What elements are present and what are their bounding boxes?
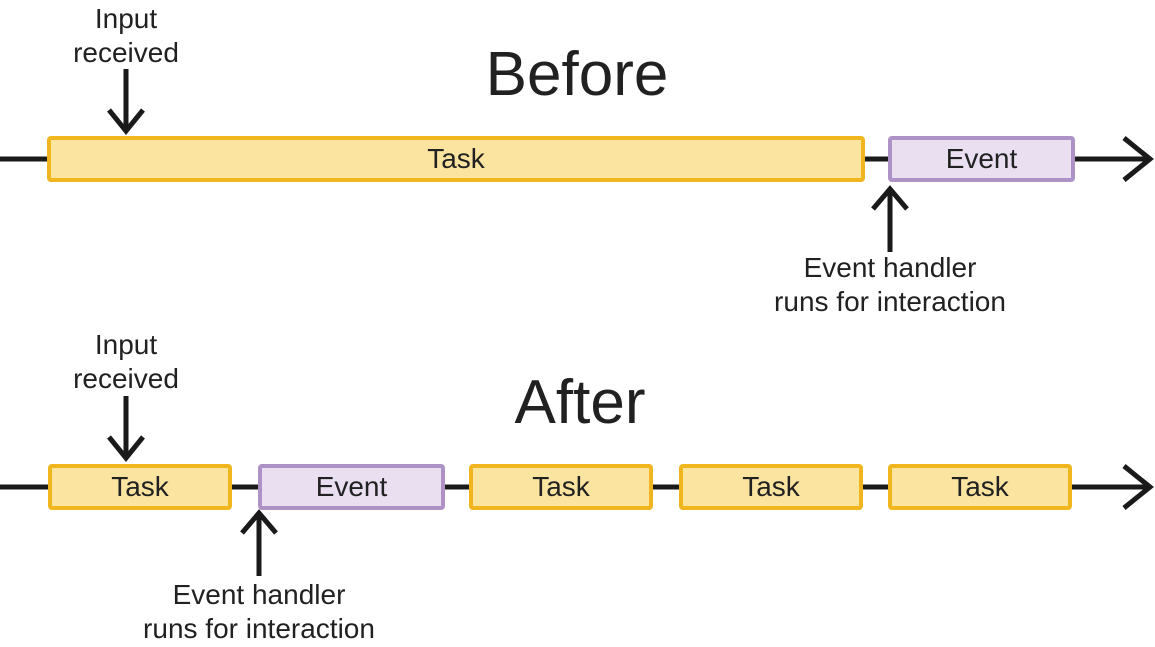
after-task-bar-3: Task (679, 464, 863, 510)
before-input-label-line1: Input (94, 3, 158, 34)
after-handler-label-line1: Event handler (172, 579, 346, 610)
before-input-arrow-down-icon (107, 69, 145, 135)
after-input-label-line2: received (73, 363, 179, 394)
before-event-handler-arrow-up-icon (871, 185, 909, 252)
before-handler-label-line1: Event handler (803, 252, 977, 283)
before-section-title: Before (485, 40, 669, 109)
after-task-bar-1: Task (48, 464, 232, 510)
after-input-arrow-down-icon (107, 396, 145, 462)
before-handler-label-line2: runs for interaction (774, 286, 1006, 317)
before-task-bar: Task (47, 136, 865, 182)
after-section-title: After (514, 368, 646, 437)
after-handler-label-line2: runs for interaction (143, 613, 375, 644)
after-input-received-label: Input received (73, 328, 179, 396)
before-input-label-line2: received (73, 37, 179, 68)
after-task-bar-4: Task (888, 464, 1072, 510)
after-input-label-line1: Input (94, 329, 158, 360)
after-event-handler-arrow-up-icon (240, 509, 278, 576)
after-task-bar-2: Task (469, 464, 653, 510)
after-event-bar: Event (258, 464, 445, 510)
before-event-bar: Event (888, 136, 1075, 182)
before-input-received-label: Input received (73, 2, 179, 70)
after-event-handler-label: Event handler runs for interaction (143, 578, 375, 646)
before-event-handler-label: Event handler runs for interaction (774, 251, 1006, 319)
